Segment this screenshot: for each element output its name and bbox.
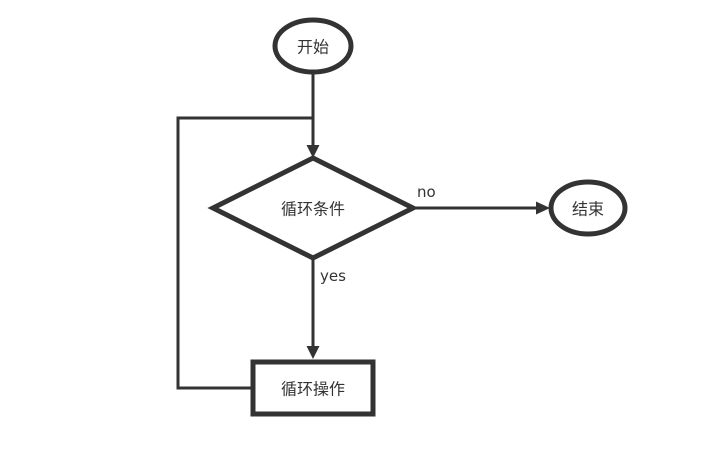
edge-condition-to-end: no bbox=[413, 183, 550, 215]
start-label: 开始 bbox=[297, 38, 329, 57]
operation-label: 循环操作 bbox=[281, 380, 345, 399]
edge-line bbox=[176, 116, 313, 390]
edge-label-no: no bbox=[417, 183, 436, 201]
node-condition[interactable]: 循环条件 bbox=[207, 155, 419, 261]
edge-start-to-condition bbox=[306, 72, 320, 158]
end-label: 结束 bbox=[572, 200, 604, 219]
arrowhead-down-icon bbox=[306, 346, 320, 359]
node-end[interactable]: 结束 bbox=[548, 179, 628, 237]
operation-rectangle[interactable] bbox=[250, 359, 376, 417]
end-ellipse[interactable] bbox=[548, 179, 628, 237]
condition-label: 循环条件 bbox=[281, 200, 345, 219]
node-start[interactable]: 开始 bbox=[272, 17, 354, 75]
arrowhead-right-icon bbox=[536, 201, 550, 215]
arrowhead-down-icon bbox=[306, 145, 320, 158]
condition-diamond[interactable] bbox=[207, 155, 419, 261]
start-ellipse[interactable] bbox=[272, 17, 354, 75]
edge-loop-back bbox=[176, 116, 313, 390]
node-operation[interactable]: 循环操作 bbox=[250, 359, 376, 417]
edge-condition-to-operation: yes bbox=[306, 258, 346, 359]
edge-label-yes: yes bbox=[320, 267, 346, 285]
